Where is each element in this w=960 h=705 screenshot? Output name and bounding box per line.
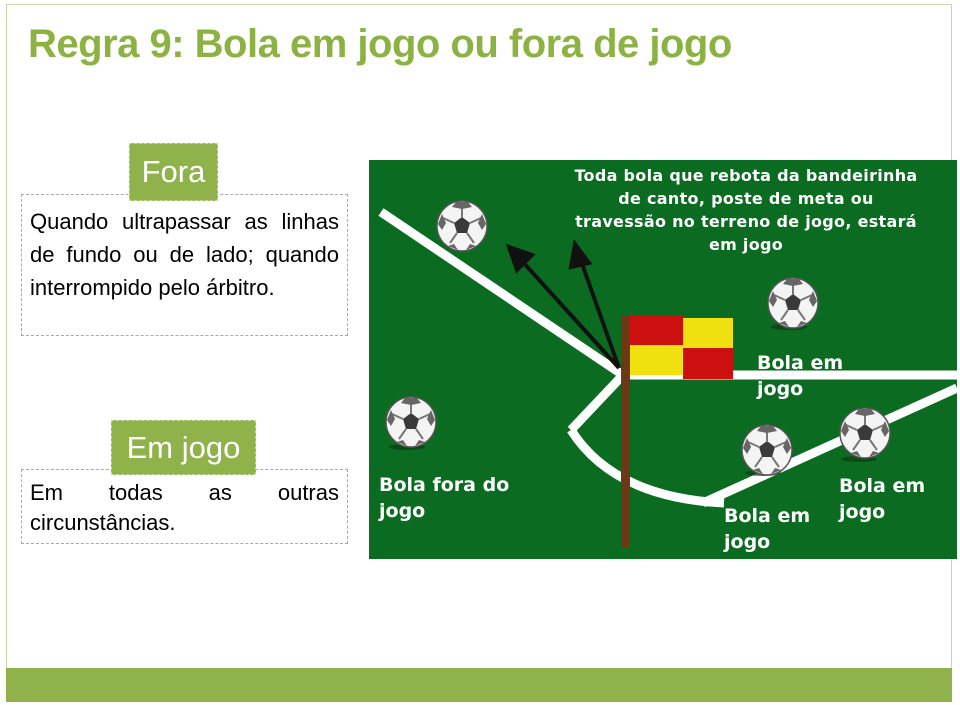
label-ball-in-right: Bola em jogo xyxy=(839,475,926,523)
bottom-bar xyxy=(6,668,952,702)
fora-label-text: Fora xyxy=(141,154,206,189)
rebound-arrows xyxy=(505,239,621,370)
label-ball-in-mid: Bola em jogo xyxy=(757,352,844,400)
slide-title: Regra 9: Bola em jogo ou fora de jogo xyxy=(28,22,732,66)
ball-bottom-middle xyxy=(741,424,793,476)
label-ball-in-bottom: Bola em jogo xyxy=(724,505,811,553)
ball-top-left xyxy=(436,200,488,252)
fora-text-box: Quando ultrapassar as linhas de fundo ou… xyxy=(21,194,348,336)
em-jogo-label-text: Em jogo xyxy=(126,430,241,465)
em-jogo-label: Em jogo xyxy=(111,420,256,475)
em-jogo-text-box: Em todas as outras circunstâncias. xyxy=(21,469,348,544)
em-jogo-text: Em todas as outras circunstâncias. xyxy=(30,480,339,535)
fora-label: Fora xyxy=(129,143,218,201)
diagram-note: Toda bola que rebota da bandeirinha de c… xyxy=(574,166,918,254)
corner-flag xyxy=(621,315,733,547)
fora-text: Quando ultrapassar as linhas de fundo ou… xyxy=(30,209,339,300)
corner-diagram xyxy=(369,160,957,559)
label-ball-out: Bola fora do jogo xyxy=(379,474,510,522)
